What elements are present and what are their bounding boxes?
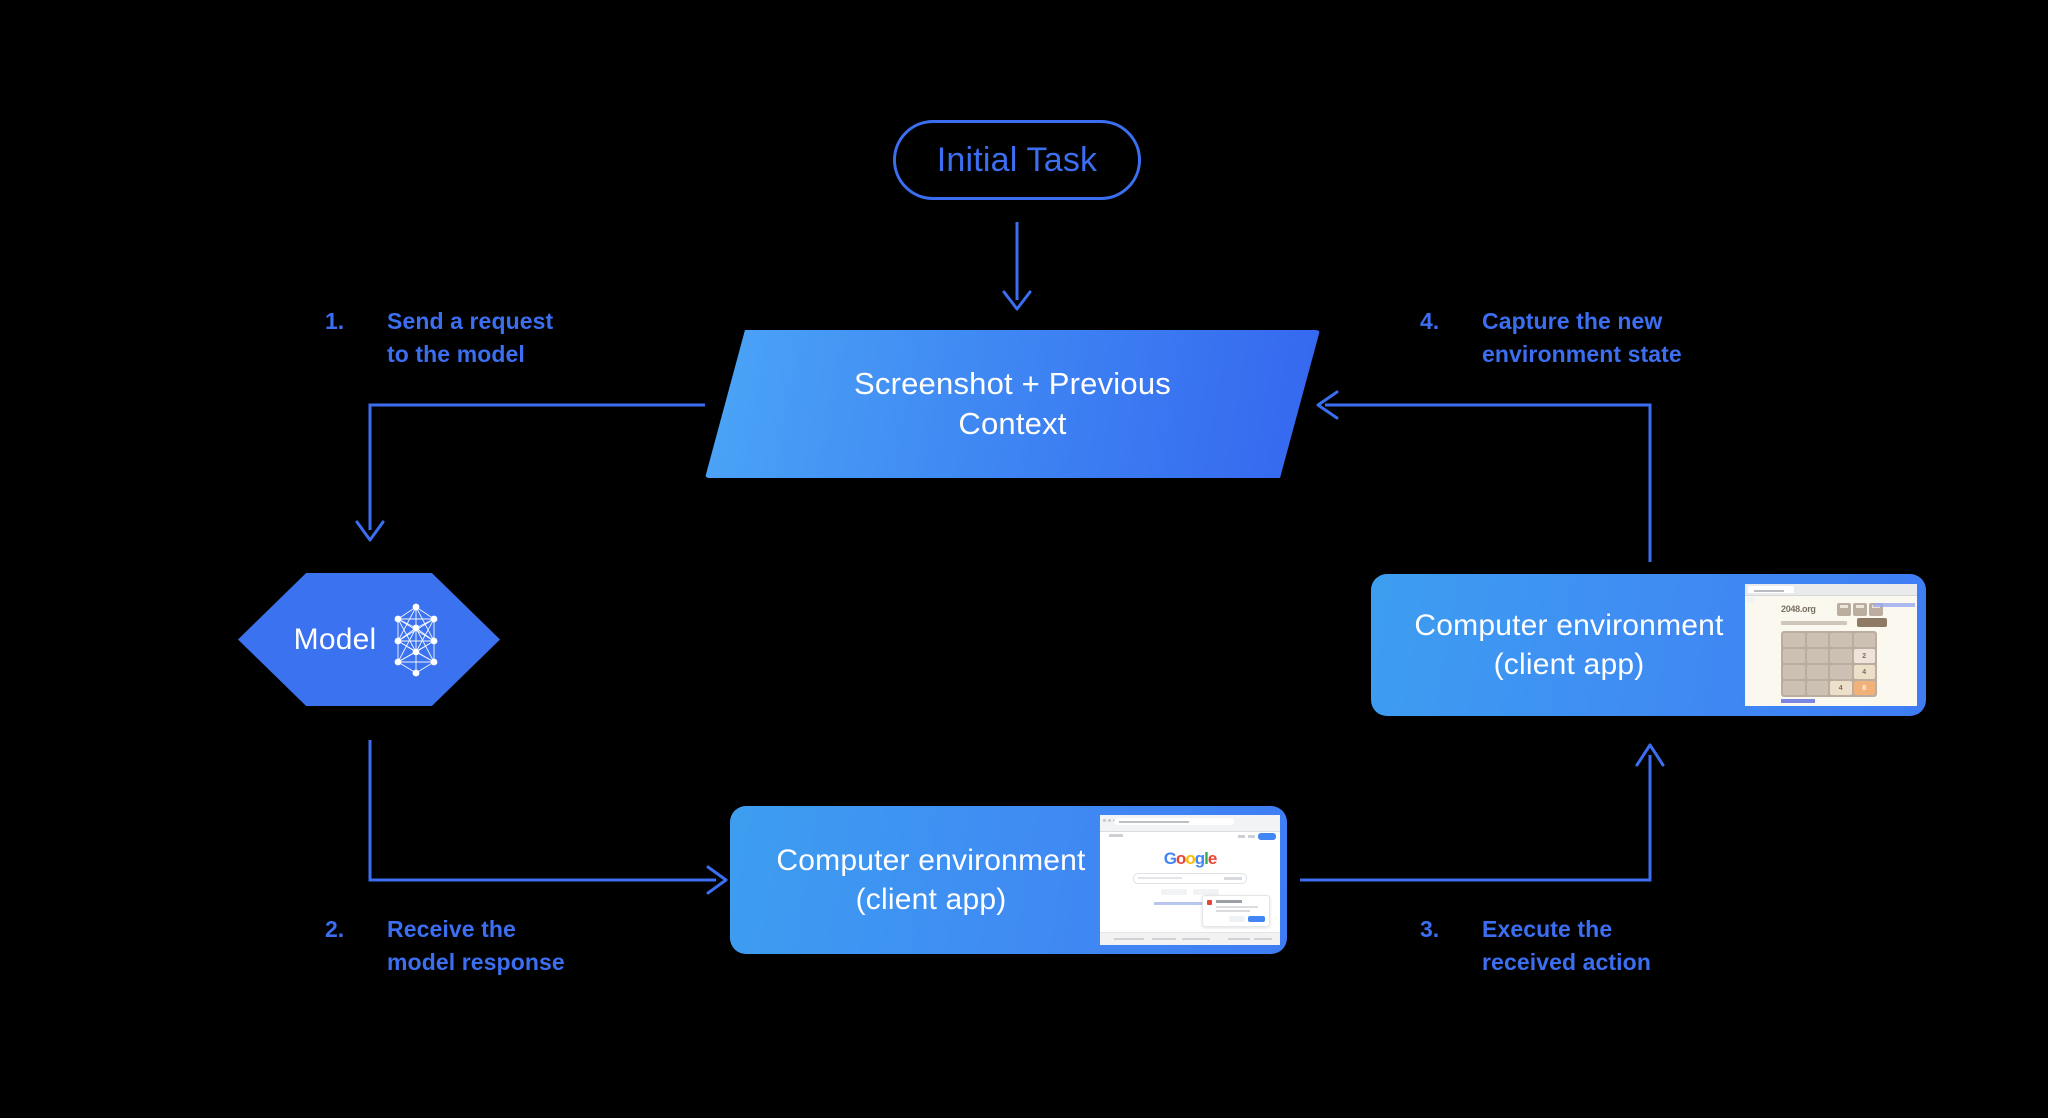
thumbnail-2048-game: 2048.org 2 4 4 8 (1745, 584, 1917, 706)
model-label: Model (293, 622, 377, 656)
node-computer-environment-bottom[interactable]: Computer environment (client app) G o o … (730, 806, 1287, 954)
game-browser-chrome (1745, 584, 1917, 596)
env-bottom-line-1: Computer environment (776, 844, 1086, 877)
game-new-game-button (1857, 618, 1887, 627)
env-right-line-1: Computer environment (1414, 609, 1724, 642)
game-tile: 4 (1830, 681, 1852, 695)
google-search-buttons (1161, 889, 1219, 895)
arrow-bottom-env-to-right-env (1300, 743, 1665, 882)
context-line-1: Screenshot + Previous (854, 366, 1171, 402)
arrow-right-env-to-context (1316, 390, 1652, 562)
env-right-line-2: (client app) (1493, 648, 1645, 681)
env-bottom-line-2: (client app) (855, 883, 1007, 916)
step-3-text: Execute the received action (1482, 916, 1651, 975)
sign-in-button (1258, 833, 1276, 840)
node-computer-environment-right[interactable]: Computer environment (client app) 2048.o… (1371, 574, 1926, 716)
step-label-3: 3. Execute the received action (1420, 913, 1651, 978)
game-tile: 2 (1853, 649, 1875, 663)
node-screenshot-context[interactable]: Screenshot + Previous Context (705, 330, 1320, 478)
step-label-2: 2. Receive the model response (325, 913, 565, 978)
arrow-model-to-bottom-env (368, 740, 728, 895)
step-2-number: 2. (325, 916, 345, 942)
step-4-text: Capture the new environment state (1482, 308, 1682, 367)
browser-chrome (1100, 815, 1280, 832)
context-line-2: Context (958, 406, 1067, 441)
game-tile: 8 (1853, 681, 1875, 695)
thumbnail-google-search: G o o g l e (1100, 815, 1280, 945)
node-model[interactable]: Model (238, 573, 500, 706)
browser-dialog (1202, 895, 1270, 927)
game-board: 2 4 4 8 (1781, 631, 1877, 697)
browser-account-row (1238, 833, 1276, 840)
model-content: Model (238, 573, 500, 706)
step-1-text: Send a request to the model (387, 308, 554, 367)
step-2-text: Receive the model response (387, 916, 565, 975)
game-site-title: 2048.org (1781, 604, 1816, 614)
env-bottom-label: Computer environment (client app) (736, 806, 1126, 954)
step-3-number: 3. (1420, 916, 1440, 942)
arrow-context-to-model (355, 403, 705, 542)
google-logo: G o o g l e (1163, 849, 1218, 868)
neural-network-icon (394, 603, 438, 676)
google-search-box (1133, 873, 1247, 884)
step-1-number: 1. (325, 308, 345, 334)
initial-task-label: Initial Task (936, 140, 1098, 179)
parallelogram-fill (705, 330, 1320, 478)
step-label-1: 1. Send a request to the model (325, 305, 553, 370)
screenshot-context-label: Screenshot + Previous Context (705, 330, 1320, 478)
browser-footer (1100, 932, 1280, 945)
browser-url-bar (1114, 818, 1234, 825)
game-tile: 4 (1853, 665, 1875, 679)
step-4-number: 4. (1420, 308, 1440, 334)
env-right-label: Computer environment (client app) (1379, 574, 1759, 716)
arrow-initial-to-context (1002, 222, 1032, 311)
step-label-4: 4. Capture the new environment state (1420, 305, 1682, 370)
node-initial-task[interactable]: Initial Task (893, 120, 1141, 200)
